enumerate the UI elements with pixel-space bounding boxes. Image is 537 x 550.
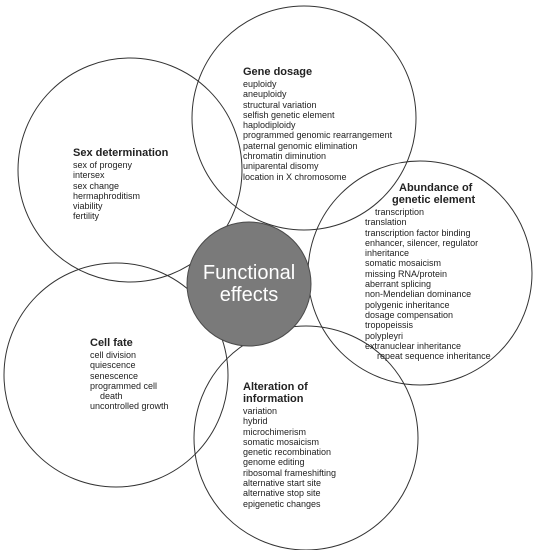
- list-item: uncontrolled growth: [90, 401, 169, 412]
- list-item: location in X chromosome: [243, 171, 347, 182]
- list-item: alternative start site: [243, 478, 322, 489]
- list-item: programmed cell: [90, 380, 158, 391]
- list-item: fertility: [73, 211, 100, 222]
- list-item: sex change: [73, 180, 120, 191]
- list-item: polypleyri: [365, 330, 404, 341]
- functional-effects-circle: [186, 221, 312, 347]
- list-item: ribosomal frameshifting: [243, 467, 337, 478]
- list-item: transcription factor binding: [365, 227, 471, 238]
- list-item: genome editing: [243, 457, 305, 468]
- center-label-line1: Functional: [202, 262, 296, 284]
- list-item: programmed genomic rearrangement: [243, 130, 393, 141]
- sex-determination-circle: [17, 57, 243, 283]
- list-item: quiescence: [90, 360, 136, 371]
- list-item: chromatin diminution: [243, 151, 327, 162]
- list-item: intersex: [73, 170, 105, 181]
- list-item: senescence: [90, 370, 139, 381]
- list-item: transcription: [375, 207, 425, 217]
- list-item: extranuclear inheritance: [365, 340, 462, 351]
- list-item: tropopeissis: [365, 320, 414, 331]
- list-item: hermaphroditism: [73, 190, 141, 201]
- alteration-circle: [193, 325, 419, 550]
- gene-dosage-title: Gene dosage: [243, 66, 313, 78]
- functional-effects-label: Functional effects: [187, 222, 311, 346]
- list-item: translation: [365, 217, 407, 228]
- list-item: epigenetic changes: [243, 498, 321, 509]
- list-item: euploidy: [243, 79, 277, 89]
- alteration-title-line2: information: [243, 393, 304, 405]
- list-item: cell division: [90, 350, 137, 360]
- list-item: repeat sequence inheritance: [377, 351, 491, 362]
- list-item: dosage compensation: [365, 309, 454, 320]
- list-item: somatic mosaicism: [243, 436, 320, 447]
- sex-determination-title: Sex determination: [73, 147, 169, 159]
- list-item: structural variation: [243, 99, 317, 110]
- list-item: haplodiploidy: [243, 120, 296, 131]
- list-item: alternative stop site: [243, 488, 321, 499]
- list-item: genetic recombination: [243, 447, 332, 458]
- list-item: non-Mendelian dominance: [365, 289, 472, 300]
- center-label-line2: effects: [219, 284, 279, 306]
- sex-determination-group: Sex determination sex of progeny interse…: [73, 147, 168, 222]
- list-item: microchimerism: [243, 426, 306, 437]
- list-item: missing RNA/protein: [365, 268, 448, 279]
- gene-dosage-circle: [191, 5, 417, 231]
- list-item: paternal genomic elimination: [243, 140, 358, 151]
- list-item: selfish genetic element: [243, 109, 335, 120]
- gene-dosage-group: Gene dosage euploidy aneuploidy structur…: [243, 66, 392, 182]
- list-item: aberrant splicing: [365, 279, 432, 290]
- list-item: polygenic inheritance: [365, 299, 450, 310]
- list-item: viability: [73, 201, 103, 212]
- cell-fate-title: Cell fate: [90, 337, 133, 349]
- list-item: inheritance: [365, 248, 410, 259]
- list-item: enhancer, silencer, regulator: [365, 237, 479, 248]
- cell-fate-circle: [3, 262, 229, 488]
- alteration-group: Alteration of information variation hybr…: [243, 381, 336, 509]
- alteration-title-line1: Alteration of: [243, 381, 308, 393]
- list-item: hybrid: [243, 416, 268, 427]
- abundance-group: Abundance of genetic element transcripti…: [365, 182, 491, 361]
- list-item: sex of progeny: [73, 160, 133, 170]
- abundance-title-line1: Abundance of: [399, 182, 473, 194]
- list-item: death: [100, 391, 123, 402]
- abundance-title-line2: genetic element: [392, 194, 476, 206]
- list-item: uniparental disomy: [243, 161, 319, 172]
- list-item: variation: [243, 406, 278, 416]
- cell-fate-group: Cell fate cell division quiescence senes…: [90, 337, 169, 412]
- list-item: aneuploidy: [243, 89, 287, 100]
- list-item: somatic mosaicism: [365, 258, 442, 269]
